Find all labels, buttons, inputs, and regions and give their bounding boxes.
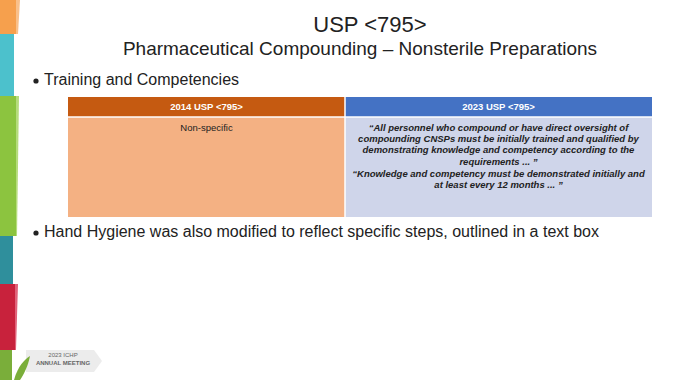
accent-edge (16, 96, 19, 236)
accent-bar (0, 34, 14, 96)
table-header-cell: 2023 USP <795> (345, 101, 652, 112)
table-cell-quote: “Knowledge and competency must be demons… (351, 168, 646, 190)
table-header-cell: 2014 USP <795> (68, 101, 345, 112)
accent-bar (0, 284, 15, 350)
accent-edge (16, 0, 20, 34)
logo-band (26, 350, 102, 372)
bullet-text: Training and Competencies (44, 71, 644, 90)
slide-title: USP <795> (60, 12, 680, 38)
bullet-dot (33, 78, 38, 83)
cell-divider (344, 97, 346, 217)
table-cell-quote: “All personnel who compound or have dire… (351, 122, 646, 167)
row-divider (68, 116, 652, 118)
bullet-dot (33, 230, 38, 235)
logo-text: ANNUAL MEETING (30, 360, 96, 367)
cell-fill (345, 117, 652, 217)
bullet-text: Hand Hygiene was also modified to reflec… (44, 223, 654, 242)
accent-edge (15, 284, 18, 350)
slide-subtitle: Pharmaceutical Compounding – Nonsterile … (40, 38, 680, 60)
logo-text: 2023 ICHP (30, 352, 96, 359)
accent-bar (0, 350, 12, 380)
header-fill (68, 97, 345, 117)
accent-bar (0, 236, 13, 284)
table-cell: Non-specific (72, 122, 341, 133)
cell-fill (68, 117, 345, 217)
accent-bar (0, 0, 16, 34)
accent-bar (0, 96, 16, 236)
header-fill (345, 97, 652, 117)
logo-leaf (14, 356, 30, 380)
